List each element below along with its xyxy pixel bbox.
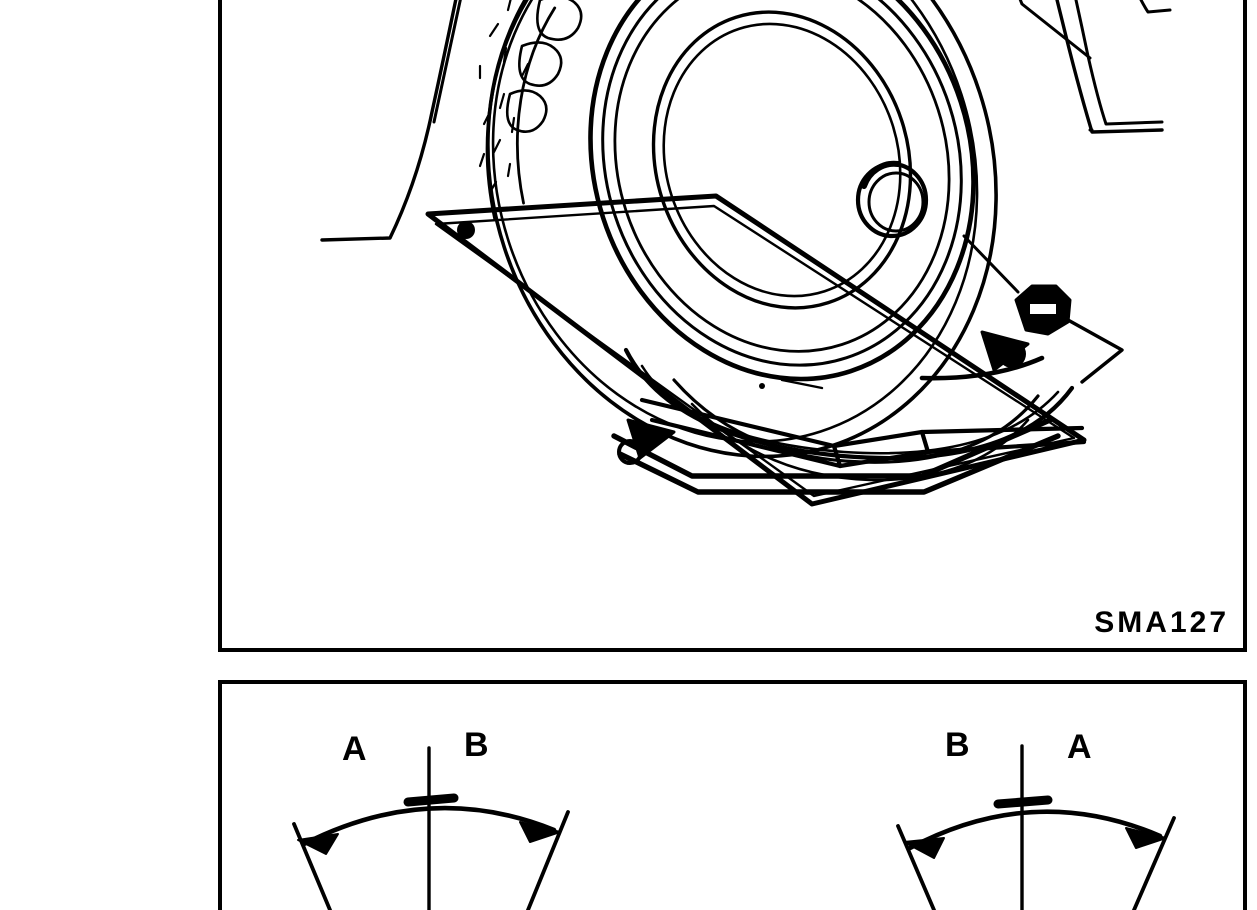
figure-panel-illustration: SMA127 xyxy=(218,0,1247,652)
gauge-arc-right xyxy=(896,744,1176,910)
wheel-turntable-drawing xyxy=(320,0,1172,507)
gauge-label-left-inner: B xyxy=(464,726,489,764)
turning-angle-arc-drawing xyxy=(292,744,1176,910)
gauge-label-left-outer: A xyxy=(342,730,367,768)
gauge-arc-left xyxy=(292,746,570,910)
gauge-label-right-inner: B xyxy=(945,726,970,764)
document-page: SMA127 xyxy=(218,0,1247,910)
figure-panel-angle-gauge: A B B A xyxy=(218,680,1247,910)
gauge-label-right-outer: A xyxy=(1067,728,1092,766)
figure-code-label: SMA127 xyxy=(1094,606,1229,639)
